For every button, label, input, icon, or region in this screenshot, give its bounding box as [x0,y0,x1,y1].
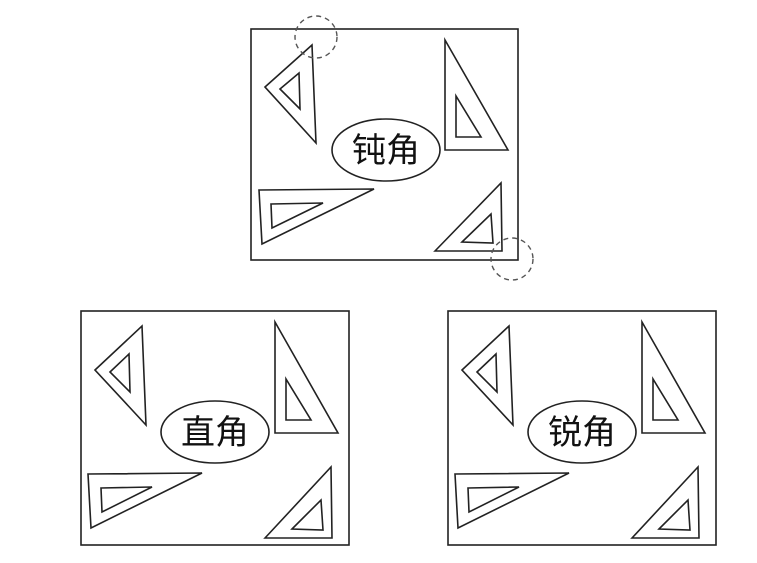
set-square-lower-right [632,467,699,538]
angle-label: 锐角 [548,413,616,453]
angle-label: 钝角 [352,131,420,171]
set-square-small-upper-left [462,326,513,425]
set-square-small-upper-left [265,45,316,143]
set-square-long-lower-left [259,189,374,244]
set-square-small-upper-left [95,326,146,425]
angle-label: 直角 [181,413,249,453]
set-square-lower-right [265,467,332,538]
panel-bottom-right: 锐角 [448,311,716,545]
set-square-tall-upper-right [642,322,705,433]
set-square-lower-right [435,183,502,251]
set-square-long-lower-left [88,473,202,528]
highlight-circle-marker [295,16,337,58]
set-square-long-lower-left [455,473,569,528]
panel-bottom-left: 直角 [81,311,349,545]
set-square-tall-upper-right [445,40,508,150]
set-square-tall-upper-right [275,322,338,433]
highlight-circle-marker [491,238,533,280]
panel-top: 钝角 [251,16,533,280]
